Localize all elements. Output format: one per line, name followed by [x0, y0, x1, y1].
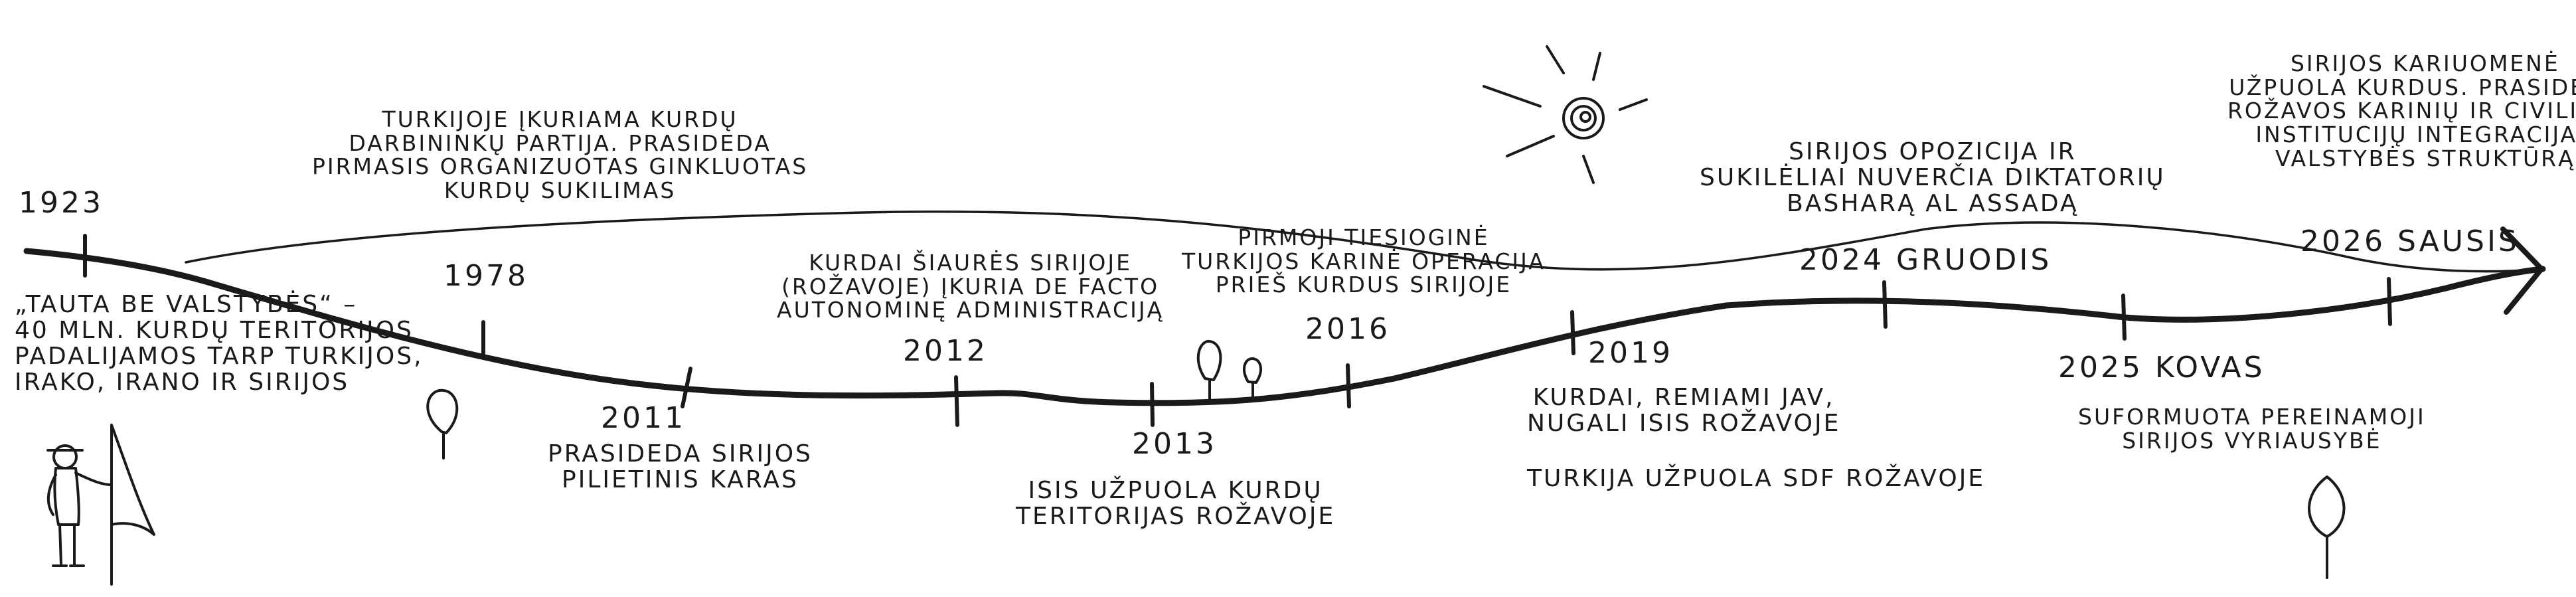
- event-2019-isis-defeat: Kurdai, remiami JAV, nugali ISIS Rožavoj…: [1527, 384, 1841, 437]
- event-2026: Sirijos kariuomenė užpuola kurdus. Prasi…: [2227, 50, 2576, 171]
- year-2025-march: 2025 kovas: [2058, 351, 2265, 384]
- tick-2024: [1882, 280, 1888, 329]
- person-with-flag-icon: [46, 424, 155, 586]
- year-2011: 2011: [601, 401, 686, 435]
- event-2011: Prasideda Sirijos pilietinis karas: [548, 440, 813, 493]
- year-2026-january: 2026 sausis: [2300, 224, 2520, 258]
- event-2013: ISIS užpuola kurdų teritorijas Rožavoje: [1016, 477, 1336, 530]
- event-2012: Kurdai Šiaurės Sirijoje (Rožavoje) įkuri…: [777, 250, 1165, 323]
- year-2012: 2012: [903, 334, 988, 368]
- event-2024: Sirijos opozicija ir sukilėliai nuverčia…: [1700, 138, 2166, 217]
- timeline-main-line: [23, 248, 2546, 406]
- tick-2025: [2121, 294, 2127, 341]
- tick-2016: [1346, 363, 1351, 408]
- sun-icon: [1483, 45, 1648, 184]
- year-2013: 2013: [1132, 427, 1217, 461]
- tree-icon: [1242, 357, 1262, 398]
- tree-icon: [1196, 339, 1222, 403]
- timeline-thin-line: [185, 210, 2544, 273]
- year-2024-december: 2024 gruodis: [1799, 243, 2052, 277]
- event-2016: Pirmoji tiesioginė Turkijos karinė opera…: [1182, 224, 1546, 298]
- timeline-ticks: [83, 234, 2392, 427]
- tick-2019: [1570, 310, 1575, 355]
- timeline-arrow-icon: [2500, 226, 2544, 315]
- event-1978: Turkijoje įkuriama kurdų darbininkų part…: [312, 106, 809, 203]
- year-1923: 1923: [19, 186, 104, 220]
- event-2019-turkey-attack: Turkija užpuola SDF Rožavoje: [1527, 465, 1986, 492]
- event-1923: „Tauta be valstybės“ – 40 mln. kurdų ter…: [15, 291, 424, 396]
- tick-2013: [1150, 382, 1155, 427]
- tick-2012: [954, 375, 959, 427]
- event-2025: Suformuota pereinamoji Sirijos vyriausyb…: [2078, 404, 2426, 454]
- tick-2011: [681, 367, 692, 408]
- tree-icon: [2308, 475, 2346, 579]
- tree-icon: [426, 388, 459, 460]
- year-2016: 2016: [1305, 312, 1390, 346]
- year-1978: 1978: [443, 259, 528, 293]
- year-2019: 2019: [1588, 336, 1673, 370]
- tick-2026: [2387, 277, 2392, 326]
